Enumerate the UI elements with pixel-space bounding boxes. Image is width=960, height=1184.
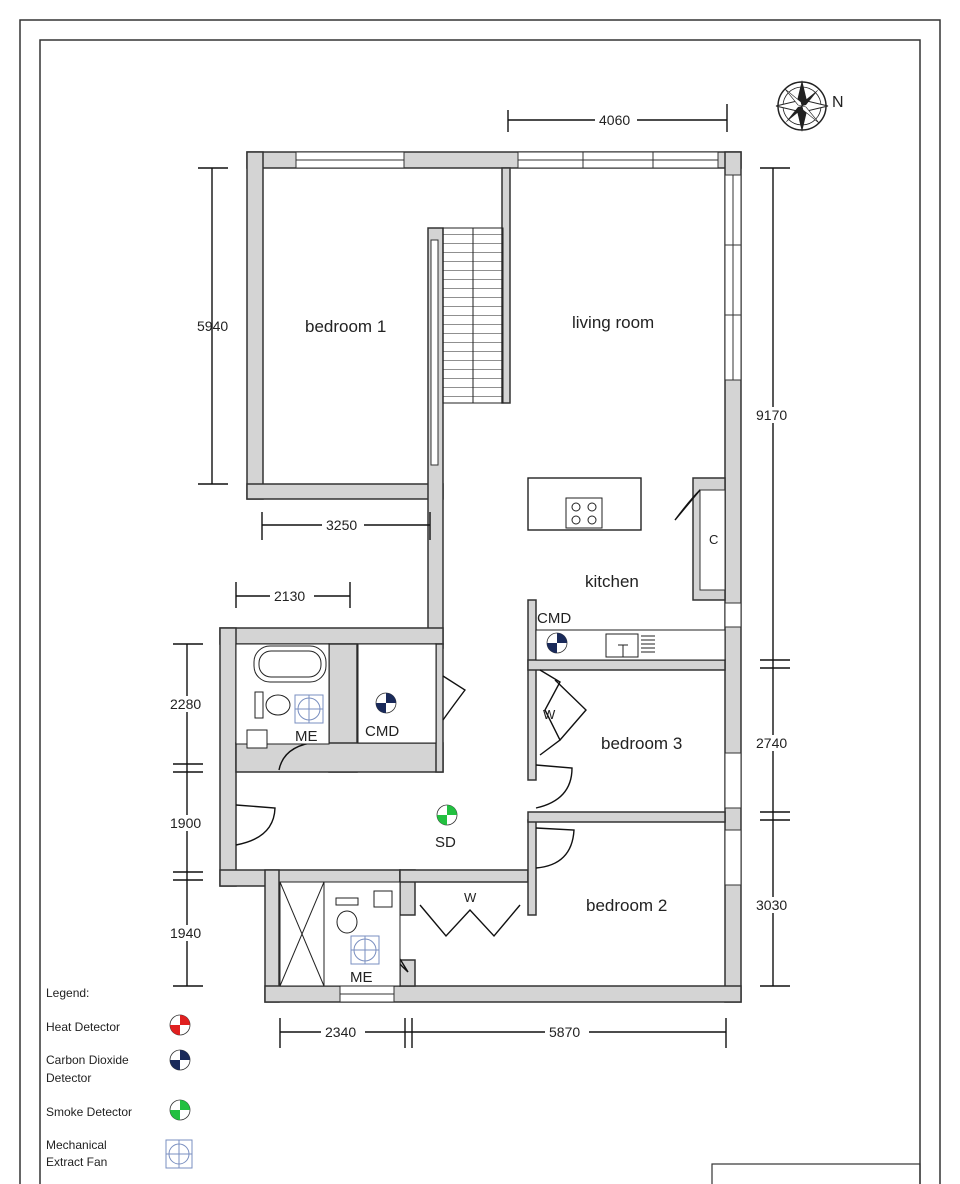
wardrobe-tag-bedroom-3: W [543, 707, 556, 722]
bathroom-fixtures [235, 643, 437, 987]
legend-smoke-label: Smoke Detector [46, 1105, 132, 1119]
room-label-kitchen: kitchen [585, 572, 639, 591]
dim-top: 4060 [599, 112, 630, 128]
extract-fan-icon [294, 694, 324, 724]
dim-right-bedroom2: 3030 [756, 897, 787, 913]
sd-tag-hall: SD [435, 834, 456, 851]
room-label-living-room: living room [572, 313, 654, 332]
cmd-tag-kitchen: CMD [537, 610, 571, 627]
legend-co2-label-1: Carbon Dioxide [46, 1053, 129, 1067]
dimension-values: 4060 5940 9170 3250 2130 2280 1900 1940 … [168, 112, 794, 1040]
kitchen-island-hob [527, 477, 642, 531]
compass-north-label: N [832, 94, 844, 111]
extract-fan-icon [165, 1139, 193, 1169]
dim-bath-width: 2130 [274, 588, 305, 604]
wardrobe-tag-bedroom-2: W [464, 890, 477, 905]
windows [295, 151, 742, 1003]
dim-bedroom1-height: 5940 [197, 318, 228, 334]
staircase [430, 227, 504, 466]
me-tag-ensuite: ME [350, 969, 373, 986]
compass-rose [775, 80, 829, 132]
dim-bottom-right: 5870 [549, 1024, 580, 1040]
smoke-detector-icon [169, 1099, 191, 1121]
room-label-bedroom-1: bedroom 1 [305, 317, 386, 336]
legend-fan-label-1: Mechanical [46, 1138, 107, 1152]
co2-detector-icon [546, 632, 568, 654]
dim-left-bath: 2280 [170, 696, 201, 712]
legend-co2-label-2: Detector [46, 1071, 91, 1085]
me-tag-bathroom: ME [295, 728, 318, 745]
legend-title: Legend: [46, 986, 89, 1000]
extract-fan-icon [350, 935, 380, 965]
legend-heat-label: Heat Detector [46, 1020, 120, 1034]
sheet-inner-border [39, 39, 921, 1184]
legend-fan-label-2: Extract Fan [46, 1155, 107, 1169]
title-block [711, 1163, 921, 1184]
co2-detector-icon [169, 1049, 191, 1071]
dim-left-ensuite: 1940 [170, 925, 201, 941]
dim-right-bedroom3: 2740 [756, 735, 787, 751]
dim-bottom-left: 2340 [325, 1024, 356, 1040]
co2-detector-icon [375, 692, 397, 714]
dim-left-hall: 1900 [170, 815, 201, 831]
sheet-outer-border [19, 19, 941, 1184]
dim-bedroom1-width: 3250 [326, 517, 357, 533]
legend: Legend: Heat Detector Carbon Dioxide Det… [46, 986, 193, 1169]
cmd-tag-store: CMD [365, 723, 399, 740]
room-label-bedroom-2: bedroom 2 [586, 896, 667, 915]
dim-right-total: 9170 [756, 407, 787, 423]
heat-detector-icon [169, 1014, 191, 1036]
cupboard-tag: C [709, 532, 718, 547]
smoke-detector-icon [436, 804, 458, 826]
room-label-bedroom-3: bedroom 3 [601, 734, 682, 753]
kitchen-counter [535, 629, 726, 661]
